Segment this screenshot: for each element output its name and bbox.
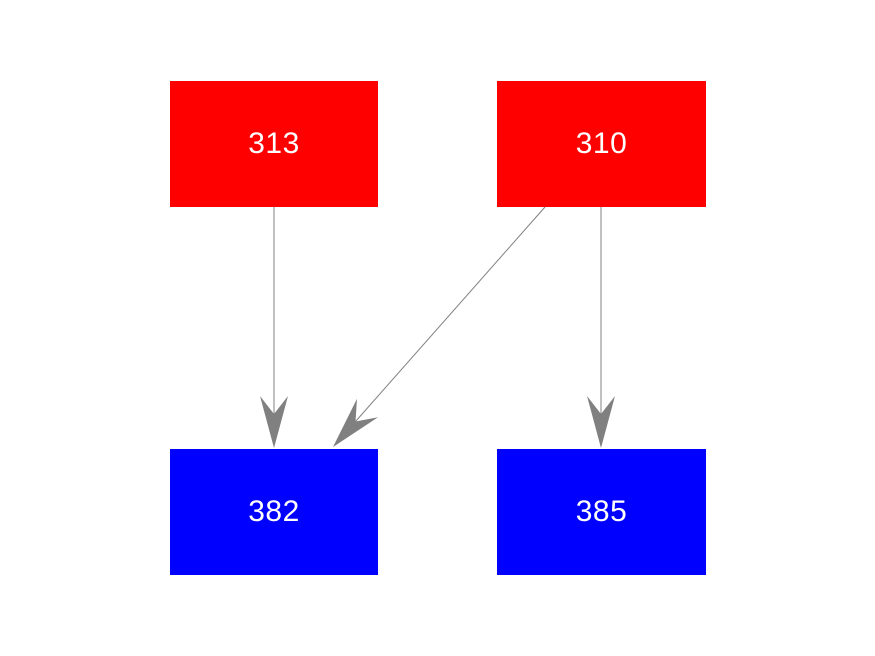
edge-310-382 xyxy=(333,206,546,447)
arrowhead-icon xyxy=(587,396,615,448)
node-310: 310 xyxy=(497,81,706,207)
edge-310-385 xyxy=(587,207,615,448)
node-385-label: 385 xyxy=(575,495,628,528)
edge-313-382 xyxy=(260,207,288,448)
edge-310-382-shaft xyxy=(355,206,546,422)
arrowhead-icon xyxy=(333,398,378,447)
node-382-label: 382 xyxy=(248,495,300,528)
node-382: 382 xyxy=(170,449,378,575)
node-310-label: 310 xyxy=(575,127,628,160)
node-313-label: 313 xyxy=(248,127,300,160)
arrowhead-icon xyxy=(260,396,288,448)
node-385: 385 xyxy=(497,449,706,575)
node-313: 313 xyxy=(170,81,378,207)
